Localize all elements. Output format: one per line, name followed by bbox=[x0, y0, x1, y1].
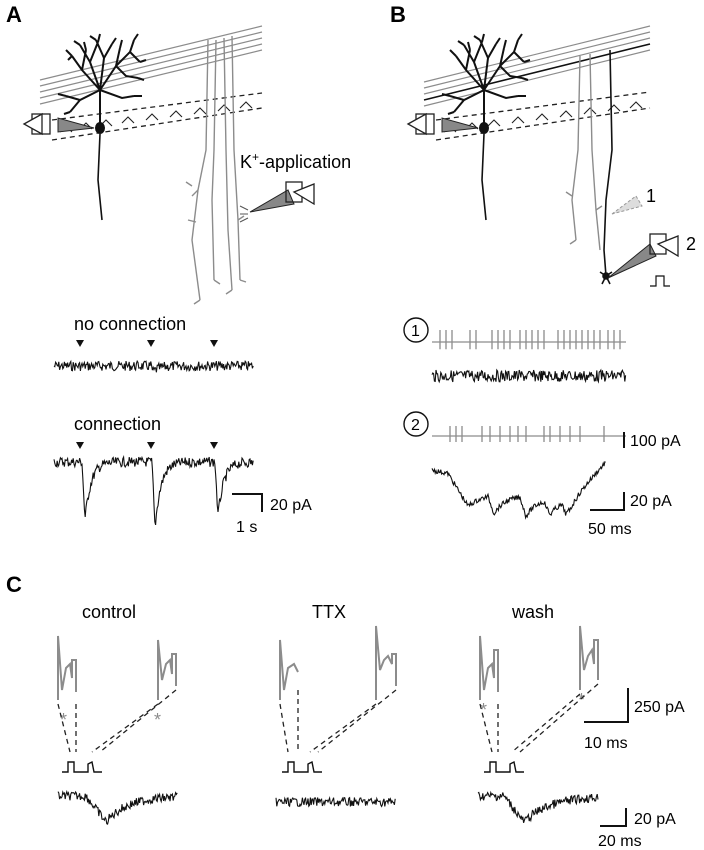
circle-2-label: 2 bbox=[411, 417, 420, 434]
granule-cells-a bbox=[185, 35, 247, 305]
wash-trace bbox=[477, 790, 599, 823]
projection-lines bbox=[57, 683, 599, 753]
scale-b-y: 20 pA bbox=[630, 493, 672, 510]
panel-a-letter: A bbox=[6, 2, 22, 27]
scale-a-y: 20 pA bbox=[270, 497, 312, 514]
condition-wash: wash bbox=[511, 602, 554, 622]
current-trace-1 bbox=[431, 368, 627, 384]
condition-control: control bbox=[82, 602, 136, 622]
star-control-1: * bbox=[60, 710, 67, 730]
stim-pulses bbox=[62, 760, 524, 773]
star-wash-2: * bbox=[578, 690, 585, 710]
stim-markers-a1 bbox=[76, 340, 218, 347]
purkinje-cell-b bbox=[441, 33, 531, 221]
control-spikes bbox=[57, 635, 177, 700]
wash-spikes bbox=[479, 625, 599, 700]
scale-b-top: 100 pA bbox=[630, 433, 681, 450]
control-trace bbox=[57, 789, 178, 825]
purkinje-layer-b bbox=[435, 91, 651, 141]
scale-bar-c-bot bbox=[600, 808, 627, 827]
electrode-2-b bbox=[607, 233, 679, 287]
parallel-fibers-b bbox=[423, 25, 651, 107]
panel-c-letter: C bbox=[6, 572, 22, 597]
k-application-label: K+-application bbox=[240, 150, 351, 172]
panel-b-letter: B bbox=[390, 2, 406, 27]
parallel-fibers-a bbox=[39, 25, 263, 105]
connection-label: connection bbox=[74, 414, 161, 434]
spike-train-2 bbox=[432, 426, 626, 442]
panel-c: C control TTX wash * * * * bbox=[6, 572, 685, 850]
stim-markers-a2 bbox=[76, 442, 218, 449]
star-wash-1: * bbox=[480, 700, 487, 720]
ttx-trace bbox=[275, 796, 396, 808]
scale-c-x-bot: 20 ms bbox=[598, 833, 642, 850]
electrode-2-label: 2 bbox=[686, 234, 696, 254]
circle-1 bbox=[403, 317, 429, 343]
ttx-spikes bbox=[279, 625, 397, 700]
purkinje-cell-a bbox=[57, 33, 147, 221]
paired-granule-cell bbox=[599, 49, 613, 285]
scale-bar-b bbox=[590, 492, 625, 511]
scale-bar-a bbox=[232, 493, 263, 512]
star-control-2: * bbox=[154, 710, 161, 730]
scale-c-y-bot: 20 pA bbox=[634, 811, 676, 828]
electrode-1-b bbox=[611, 195, 643, 215]
panel-a: A bbox=[6, 2, 351, 536]
spike-train-1 bbox=[432, 330, 626, 350]
scale-bar-c-top bbox=[584, 688, 629, 723]
electrode-1-label: 1 bbox=[646, 186, 656, 206]
circle-2 bbox=[403, 411, 429, 437]
recording-electrode-a bbox=[22, 112, 95, 136]
circle-1-label: 1 bbox=[411, 323, 420, 340]
purkinje-layer-a bbox=[51, 92, 263, 141]
current-trace-2 bbox=[431, 461, 606, 520]
connection-trace bbox=[53, 455, 254, 526]
panel-b: B bbox=[390, 2, 696, 538]
condition-ttx: TTX bbox=[312, 602, 346, 622]
no-connection-label: no connection bbox=[74, 314, 186, 334]
recording-electrode-b bbox=[406, 112, 479, 136]
granule-cells-b bbox=[565, 53, 603, 251]
scale-c-y-top: 250 pA bbox=[634, 699, 685, 716]
scale-b-x: 50 ms bbox=[588, 521, 632, 538]
no-connection-trace bbox=[53, 359, 254, 373]
scale-a-x: 1 s bbox=[236, 519, 257, 536]
scale-c-x-top: 10 ms bbox=[584, 735, 628, 752]
puff-electrode-a bbox=[239, 181, 315, 223]
